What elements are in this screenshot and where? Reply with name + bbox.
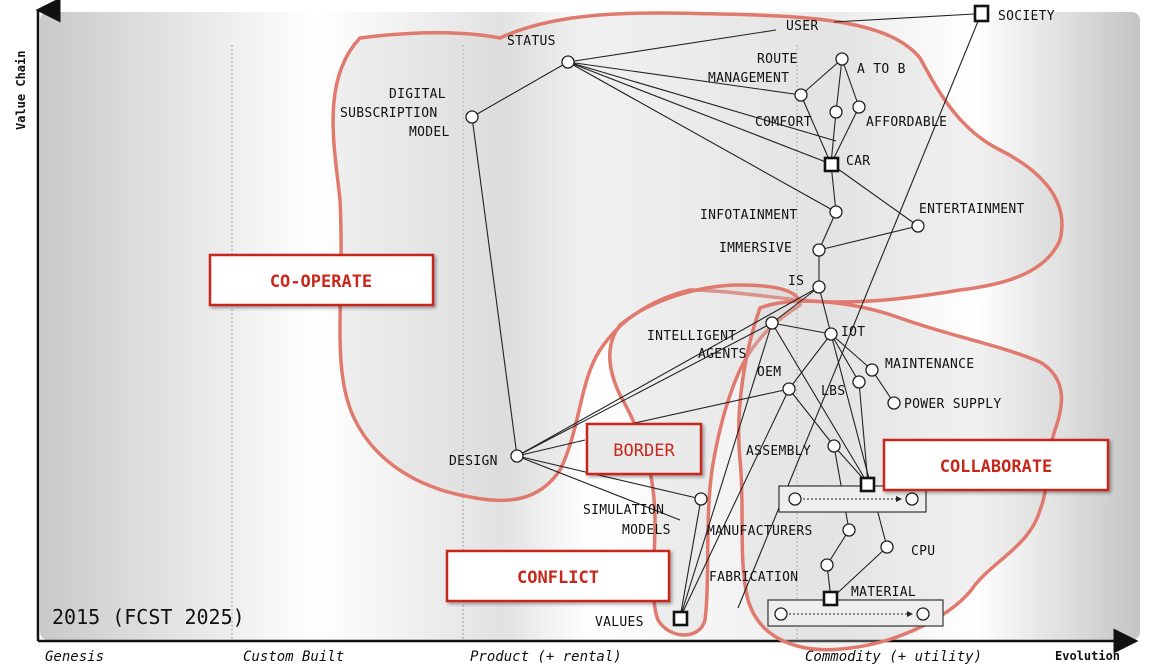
stage-custom-built-label: Custom Built: [243, 649, 344, 665]
is-label: IS: [788, 274, 804, 289]
border-box: BORDER: [585, 422, 703, 476]
subscription-label: SUBSCRIPTION: [340, 106, 438, 121]
a-to-b-node: [835, 52, 849, 66]
oem-node: [782, 382, 796, 396]
stage-product-label: Product (+ rental): [470, 649, 622, 665]
status-node: [561, 55, 575, 69]
rail-start-node: [774, 607, 788, 621]
collaborate-text: COLLABORATE: [940, 457, 1053, 477]
user-label: USER: [786, 19, 819, 34]
collaborate-box: COLLABORATE: [882, 438, 1110, 492]
cpu-label: CPU: [911, 544, 935, 559]
management-label: MANAGEMENT: [708, 71, 789, 86]
entertainment-label: ENTERTAINMENT: [919, 202, 1025, 217]
y-axis-label: Value Chain: [14, 51, 28, 130]
society-label: SOCIETY: [998, 9, 1055, 24]
values-label: VALUES: [595, 615, 644, 630]
iot-node: [824, 327, 838, 341]
rail-start-node: [788, 492, 802, 506]
cooperate-text: CO-OPERATE: [270, 272, 372, 292]
conflict-text: CONFLICT: [517, 568, 599, 588]
route-management-node: [794, 88, 808, 102]
node-labels: SOCIETY USER STATUS ROUTE MANAGEMENT A T…: [340, 9, 1055, 630]
status-label: STATUS: [507, 34, 556, 49]
immersive-label: IMMERSIVE: [719, 241, 792, 256]
cooperate-box: CO-OPERATE: [208, 253, 435, 307]
iot-label: IOT: [841, 325, 865, 340]
cpu-node: [880, 540, 894, 554]
stage-commodity-label: Commodity (+ utility): [805, 649, 982, 665]
assembly-node: [827, 439, 841, 453]
collaborate-node: [859, 476, 876, 493]
lbs-node: [852, 375, 866, 389]
material-label: MATERIAL: [851, 585, 916, 600]
fabrication-label: FABRICATION: [709, 570, 798, 585]
intelligent-agents-node: [765, 316, 779, 330]
car-node: [823, 156, 840, 173]
x-axis-label: Evolution: [1055, 649, 1120, 663]
affordable-node: [852, 100, 866, 114]
entertainment-node: [911, 219, 925, 233]
digital-subscription-node: [465, 110, 479, 124]
fabrication-node: [820, 558, 834, 572]
simulation-models-node: [694, 492, 708, 506]
infotainment-node: [829, 205, 843, 219]
simulation-label: SIMULATION: [583, 503, 664, 518]
model-label: MODEL: [409, 125, 450, 140]
society-node: [973, 4, 990, 23]
design-label: DESIGN: [449, 454, 498, 469]
border-text: BORDER: [613, 441, 675, 461]
infotainment-label: INFOTAINMENT: [700, 208, 798, 223]
maintenance-label: MAINTENANCE: [885, 357, 974, 372]
design-node: [510, 449, 524, 463]
oem-label: OEM: [757, 365, 781, 380]
rail-end-node: [916, 607, 930, 621]
immersive-node: [812, 243, 826, 257]
assembly-label: ASSEMBLY: [746, 444, 811, 459]
rail-end-node: [905, 492, 919, 506]
conflict-box: CONFLICT: [445, 549, 671, 603]
power-supply-label: POWER SUPPLY: [904, 397, 1002, 412]
models-label: MODELS: [622, 523, 671, 538]
digital-label: DIGITAL: [389, 87, 446, 102]
comfort-node: [829, 105, 843, 119]
affordable-label: AFFORDABLE: [866, 115, 947, 130]
nodes: [465, 4, 990, 627]
agents-label: AGENTS: [698, 347, 747, 362]
manufacturers-node: [842, 523, 856, 537]
is-node: [812, 280, 826, 294]
evolution-rail: [767, 599, 944, 627]
a-to-b-label: A TO B: [857, 62, 906, 77]
year-label: 2015 (FCST 2025): [52, 605, 245, 629]
material-node: [822, 590, 839, 607]
stage-genesis-label: Genesis: [45, 649, 104, 665]
car-label: CAR: [846, 154, 870, 169]
values-node: [672, 610, 689, 627]
comfort-label: COMFORT: [755, 115, 812, 130]
maintenance-node: [865, 363, 879, 377]
intelligent-label: INTELLIGENT: [647, 329, 736, 344]
manufacturers-label: MANUFACTURERS: [707, 524, 813, 539]
lbs-label: LBS: [821, 384, 845, 399]
power-supply-node: [887, 396, 901, 410]
route-label: ROUTE: [757, 52, 798, 67]
